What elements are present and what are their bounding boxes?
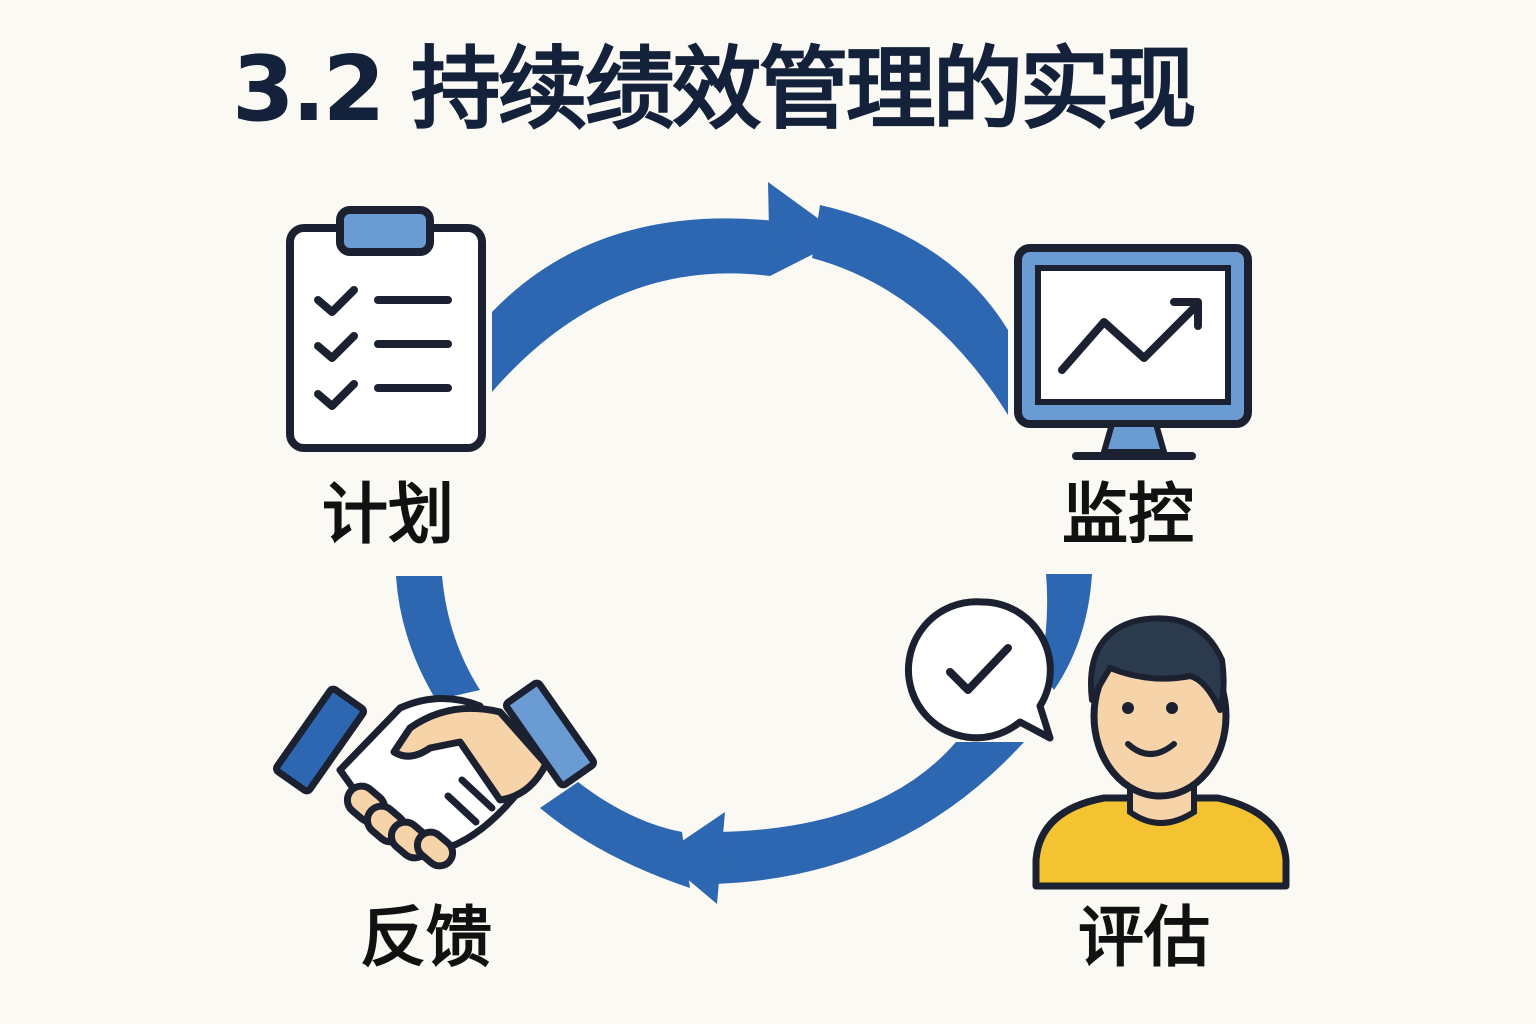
arrow-head-top	[768, 182, 845, 276]
arrow-evaluate-to-feedback	[714, 742, 1024, 884]
cycle-arrows	[396, 182, 1092, 904]
arrow-head-bottom	[660, 812, 725, 904]
stage-label-monitor: 监控	[1062, 476, 1194, 553]
arrow-feedback-to-plan	[396, 576, 480, 700]
arrow-bottom-tail	[540, 782, 690, 888]
arrow-top-tail	[812, 205, 1008, 415]
monitor-chart-icon	[1014, 244, 1252, 460]
stage-label-plan: 计划	[322, 476, 454, 553]
arrow-plan-to-monitor	[492, 218, 785, 392]
person-check-bubble-icon	[905, 598, 1290, 890]
check-speech-bubble	[905, 598, 1054, 742]
clipboard-checklist-icon	[286, 206, 486, 452]
stage-label-feedback: 反馈	[360, 899, 492, 976]
person-avatar	[1032, 615, 1290, 890]
handshake-icon	[273, 679, 597, 870]
page-title: 3.2 持续绩效管理的实现	[232, 37, 1197, 142]
stage-label-evaluate: 评估	[1078, 899, 1210, 976]
